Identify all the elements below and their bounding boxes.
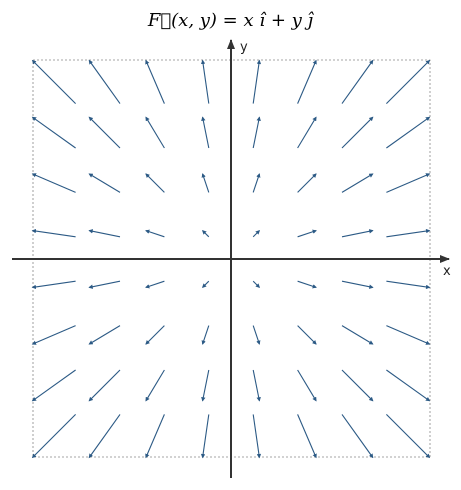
vector-arrow xyxy=(145,414,165,459)
vector-arrow xyxy=(341,116,374,149)
vector-arrow xyxy=(88,280,121,289)
vector-arrow xyxy=(31,369,76,402)
vector-arrow xyxy=(88,116,121,149)
vector-arrow xyxy=(386,59,431,104)
vector-arrow xyxy=(145,325,165,345)
vector-arrow xyxy=(386,280,431,290)
vector-arrow xyxy=(201,173,210,193)
vector-arrow xyxy=(145,173,165,193)
vector-arrow xyxy=(297,173,317,193)
vector-arrow xyxy=(145,59,165,104)
vector-arrows xyxy=(31,59,431,459)
vector-arrow xyxy=(88,414,121,459)
vector-arrow xyxy=(31,325,76,345)
vector-arrow xyxy=(252,229,261,238)
figure-title: F⃗(x, y) = x î + y ĵ xyxy=(147,10,314,31)
vector-arrow xyxy=(297,280,317,289)
vector-arrow xyxy=(31,228,76,238)
vector-arrow xyxy=(341,280,374,289)
vector-arrow xyxy=(252,59,262,104)
vector-arrow xyxy=(252,116,261,149)
vector-arrow xyxy=(88,369,121,402)
vector-arrow xyxy=(386,325,431,345)
vector-arrow xyxy=(88,59,121,104)
vector-arrow xyxy=(297,325,317,345)
vector-arrow xyxy=(31,116,76,149)
vector-arrow xyxy=(297,414,317,459)
vector-arrow xyxy=(386,369,431,402)
vector-arrow xyxy=(252,414,262,459)
vector-arrow xyxy=(31,280,76,290)
vector-arrow xyxy=(201,116,210,149)
vector-arrow xyxy=(252,369,261,402)
vector-arrow xyxy=(31,414,76,459)
vector-arrow xyxy=(88,325,121,345)
vector-arrow xyxy=(386,173,431,193)
vector-arrow xyxy=(252,173,261,193)
vector-arrow xyxy=(297,59,317,104)
vector-arrow xyxy=(31,59,76,104)
vector-arrow xyxy=(341,414,374,459)
vector-arrow xyxy=(297,369,317,402)
vector-arrow xyxy=(201,369,210,402)
vector-arrow xyxy=(88,173,121,193)
vector-arrow xyxy=(252,280,261,289)
x-axis-label: x xyxy=(443,264,451,279)
vector-arrow xyxy=(386,116,431,149)
vector-arrow xyxy=(145,229,165,238)
vector-arrow xyxy=(341,325,374,345)
vector-arrow xyxy=(341,369,374,402)
vector-arrow xyxy=(31,173,76,193)
vector-arrow xyxy=(201,280,210,289)
vector-arrow xyxy=(201,325,210,345)
vector-arrow xyxy=(145,280,165,289)
vector-arrow xyxy=(200,414,210,459)
vector-arrow xyxy=(386,414,431,459)
vector-arrow xyxy=(201,229,210,238)
vector-arrow xyxy=(341,229,374,238)
vector-arrow xyxy=(252,325,261,345)
vector-arrow xyxy=(386,228,431,238)
vector-arrow xyxy=(297,116,317,149)
vector-arrow xyxy=(200,59,210,104)
vector-arrow xyxy=(145,116,165,149)
vector-arrow xyxy=(88,229,121,238)
vector-arrow xyxy=(145,369,165,402)
vector-arrow xyxy=(341,173,374,193)
y-axis-label: y xyxy=(240,40,248,55)
vector-arrow xyxy=(297,229,317,238)
vector-arrow xyxy=(341,59,374,104)
